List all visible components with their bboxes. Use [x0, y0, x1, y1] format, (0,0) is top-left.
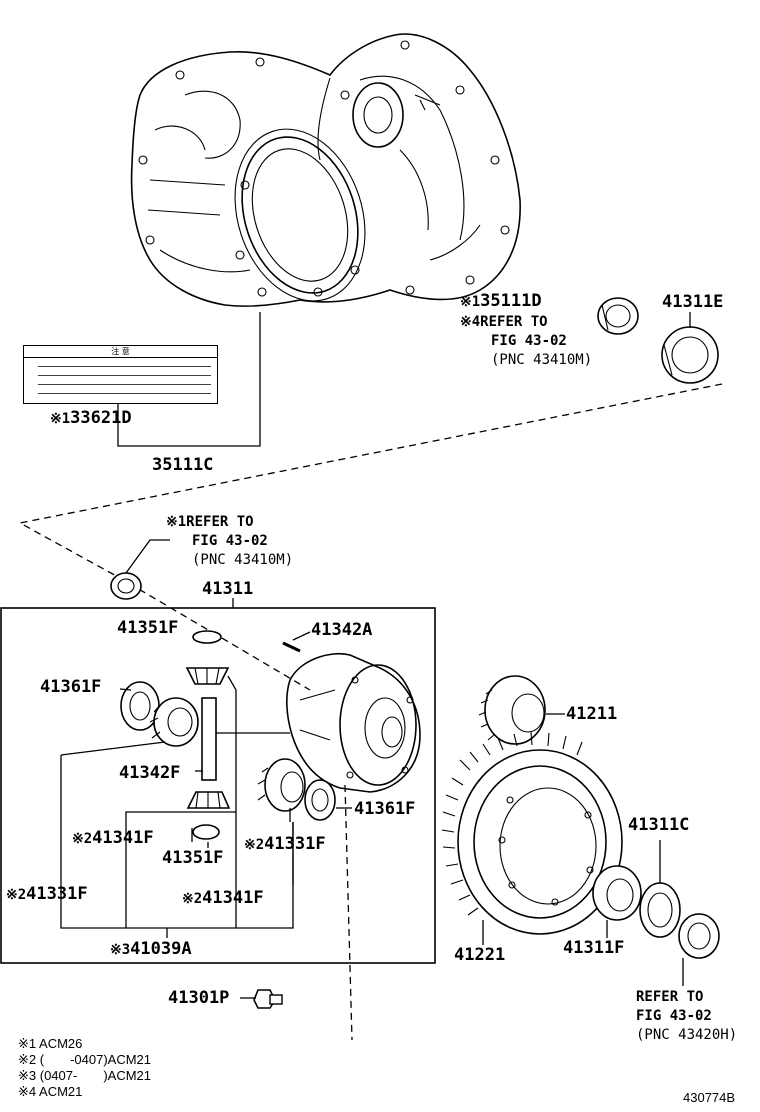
- caution-label: 注 意: [23, 345, 218, 404]
- oil-seal-ref-drawing: [110, 572, 142, 600]
- footnote-1: ※1 ACM26: [18, 1036, 83, 1051]
- footnote-4: ※4 ACM21: [18, 1084, 83, 1099]
- note-mark-1: ※1: [50, 411, 71, 427]
- part-label-41221: 41221: [454, 945, 506, 965]
- illustration-id: 430774B: [683, 1090, 736, 1105]
- pinion-gear-bottom-drawing: [186, 791, 231, 809]
- part-number: 35111D: [480, 291, 542, 311]
- part-label-41331F-right: ※241331F: [244, 836, 326, 853]
- part-label-41351F-bottom: 41351F: [162, 848, 224, 868]
- part-label-41342F: 41342F: [119, 763, 181, 783]
- part-label-41341F-bottom: ※241341F: [182, 890, 264, 907]
- part-label-35111C: 35111C: [152, 455, 214, 475]
- part-label-41311C: 41311C: [628, 815, 690, 835]
- part-label-41341F-top: ※241341F: [72, 830, 154, 847]
- part-label-41311: 41311: [202, 579, 254, 599]
- part-label-41311F: 41311F: [563, 938, 625, 958]
- part-number: 41331F: [264, 834, 326, 854]
- note-mark-4: ※4: [460, 314, 481, 330]
- differential-assembly-box: [0, 607, 436, 964]
- note-mark-2: ※2: [182, 891, 203, 907]
- ref-seal-bottom-line3: (PNC 43420H): [636, 1027, 738, 1043]
- note-mark-3: ※3: [110, 942, 131, 958]
- side-gear-right-drawing: [257, 758, 306, 812]
- note-mark-1: ※1: [460, 294, 481, 310]
- ref-seal-bottom-line2: FIG 43-02: [636, 1008, 712, 1024]
- pinion-shaft-41342F-drawing: [201, 697, 217, 781]
- ref-35111D-line3: (PNC 43410M): [491, 352, 593, 368]
- caution-label-title: 注 意: [24, 346, 217, 358]
- ref-seal-line2: FIG 43-02: [192, 533, 268, 549]
- bolt-41301P-drawing: [253, 989, 283, 1009]
- refer-to-text: REFER TO: [186, 514, 254, 530]
- drive-pinion-41211-drawing: [478, 675, 546, 745]
- part-label-41351F-top: 41351F: [117, 618, 179, 638]
- part-number: 41039A: [130, 939, 192, 959]
- transaxle-housing-drawing: [130, 33, 521, 307]
- footnote-3: ※3 (0407- )ACM21: [18, 1068, 151, 1083]
- note-mark-1: ※1: [166, 514, 187, 530]
- note-mark-2: ※2: [72, 831, 93, 847]
- side-gear-left-drawing: [149, 697, 199, 747]
- washer-41351F-bottom-drawing: [192, 824, 220, 840]
- footnote-2: ※2 ( -0407)ACM21: [18, 1052, 151, 1067]
- part-label-35111D: ※135111D: [460, 293, 542, 310]
- part-number: 33621D: [70, 408, 132, 428]
- ref-seal-line1: ※1REFER TO: [166, 515, 254, 529]
- oil-seal-35111D-drawing: [597, 297, 639, 335]
- part-number: 41341F: [202, 888, 264, 908]
- bearing-41311E-drawing: [661, 326, 719, 384]
- washer-41351F-drawing: [192, 630, 222, 644]
- part-label-41361F-left: 41361F: [40, 677, 102, 697]
- part-label-41039A: ※341039A: [110, 941, 192, 958]
- refer-to-text: REFER TO: [480, 314, 548, 330]
- part-label-41331F-left: ※241331F: [6, 886, 88, 903]
- ring-gear-41221-drawing: [441, 731, 623, 935]
- shim-41311C-drawing: [639, 882, 681, 938]
- differential-case-drawing: [286, 653, 421, 793]
- note-mark-2: ※2: [244, 837, 265, 853]
- note-mark-2: ※2: [6, 887, 27, 903]
- ref-seal-line3: (PNC 43410M): [192, 552, 294, 568]
- part-label-41211: 41211: [566, 704, 618, 724]
- thrust-washer-41361F-right-drawing: [304, 779, 336, 821]
- part-label-33621D: ※133621D: [50, 410, 132, 427]
- pinion-gear-top-drawing: [185, 667, 230, 685]
- ref-seal-bottom-line1: REFER TO: [636, 989, 704, 1005]
- part-label-41301P: 41301P: [168, 988, 230, 1008]
- part-label-41361F-right: 41361F: [354, 799, 416, 819]
- ref-35111D-line1: ※4REFER TO: [460, 315, 548, 329]
- part-label-41311E: 41311E: [662, 292, 724, 312]
- part-number: 41331F: [26, 884, 88, 904]
- part-number: 41341F: [92, 828, 154, 848]
- ref-35111D-line2: FIG 43-02: [491, 333, 567, 349]
- bearing-41311F-drawing: [592, 865, 642, 921]
- part-label-41342A: 41342A: [311, 620, 373, 640]
- oil-seal-bottom-right-drawing: [678, 913, 720, 959]
